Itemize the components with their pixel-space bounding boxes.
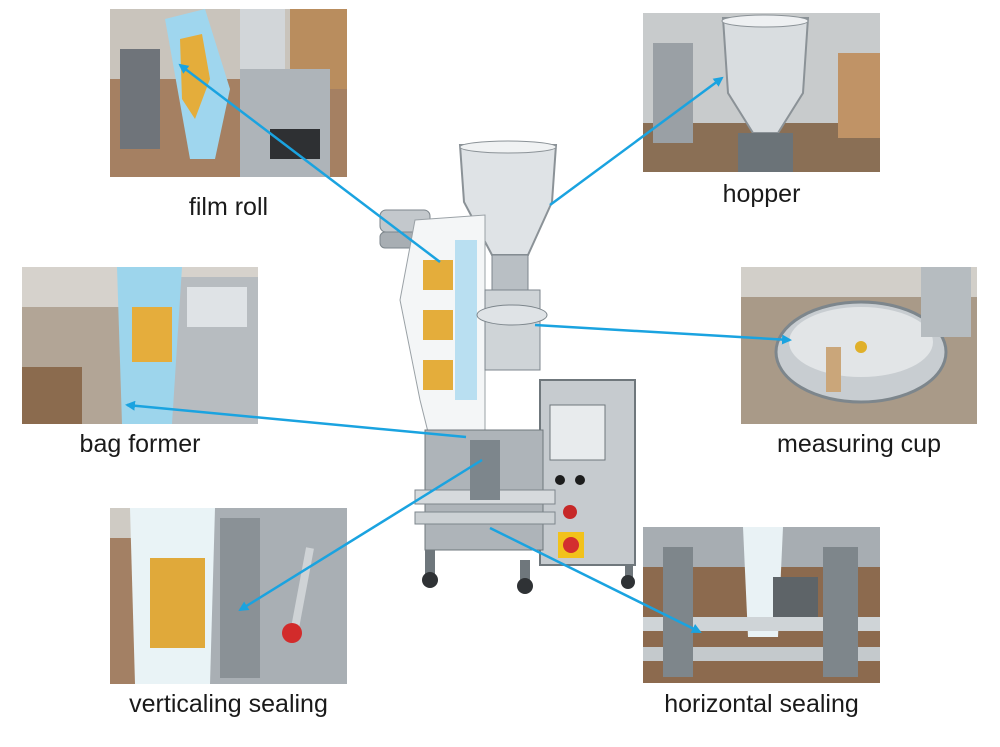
vertical-sealing-label: verticaling sealing <box>129 690 328 718</box>
measuring-cup-photo <box>741 267 977 424</box>
film-roll-photo <box>110 9 347 177</box>
measuring-cup-label: measuring cup <box>777 430 941 458</box>
horizontal-sealing-label: horizontal sealing <box>664 690 859 718</box>
packaging-machine-illustration <box>379 140 636 594</box>
horizontal-sealing-photo <box>643 527 880 683</box>
vertical-sealing-photo <box>110 508 347 684</box>
hopper-label: hopper <box>722 180 801 208</box>
film-roll-label: film roll <box>188 193 269 221</box>
bag-former-label: bag former <box>79 430 201 458</box>
hopper-photo <box>643 13 880 172</box>
bag-former-photo <box>22 267 258 424</box>
